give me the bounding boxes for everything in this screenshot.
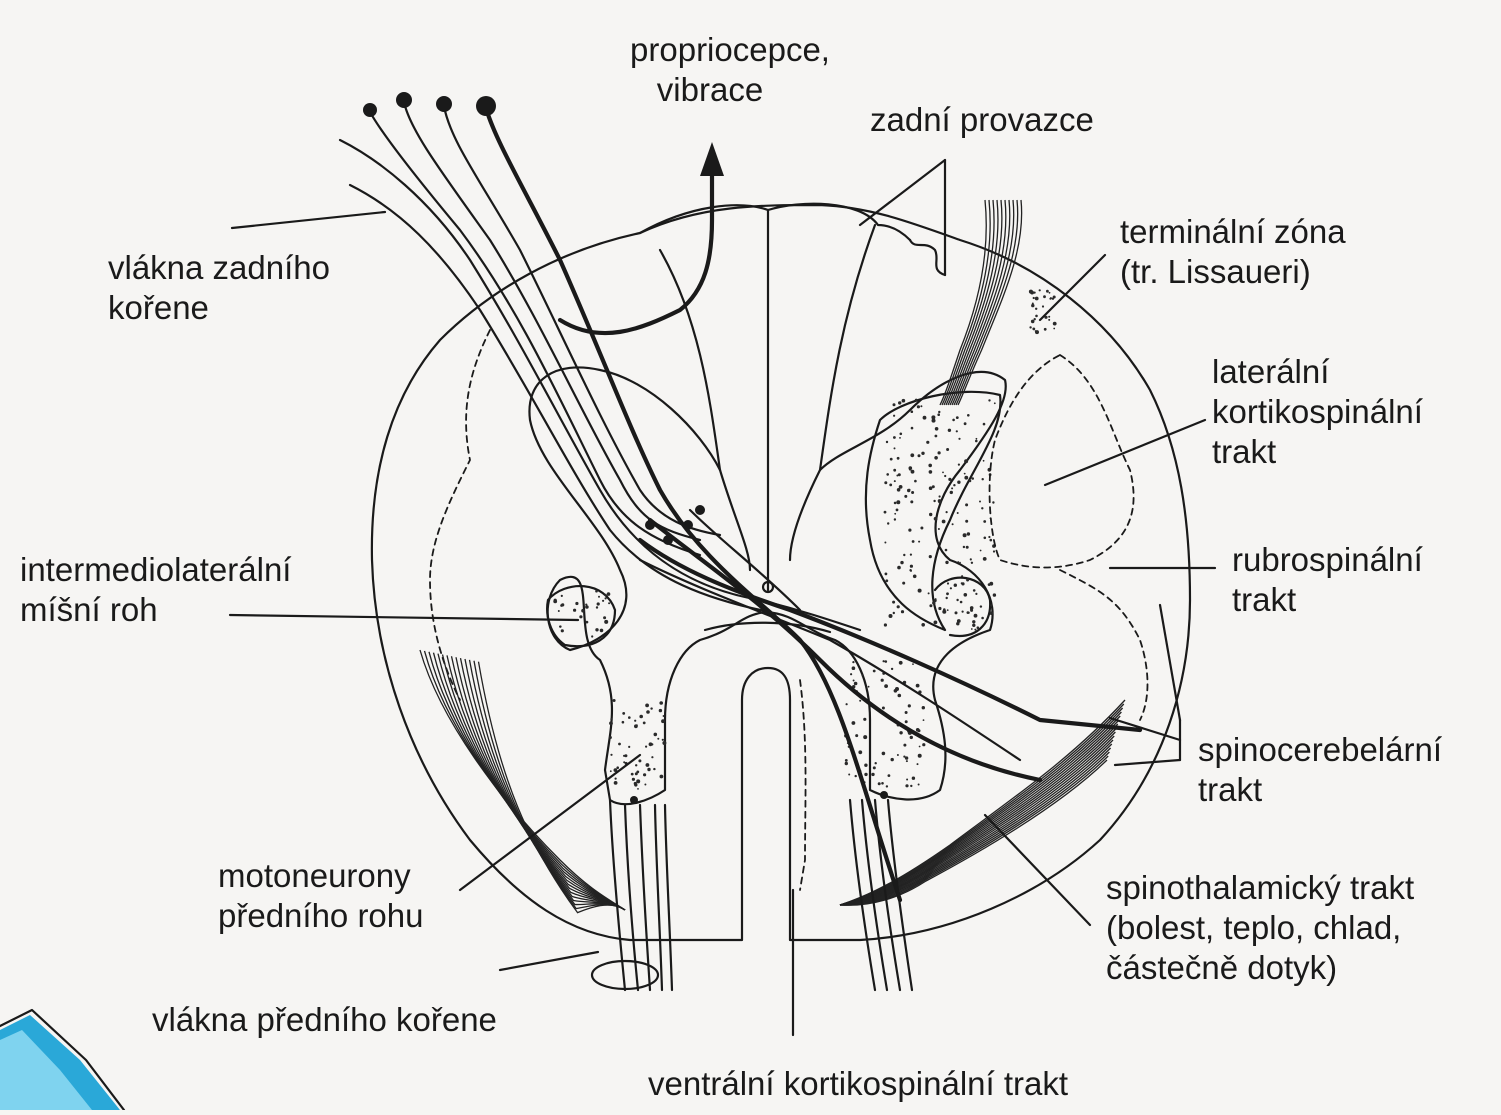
dorsal-root-fibers — [340, 102, 1140, 900]
stipple-dots — [553, 289, 1056, 790]
label-posterior-columns: zadní provazce — [870, 100, 1094, 140]
grey-commissure-left — [720, 470, 750, 570]
corner-accent-graphic — [0, 1010, 124, 1110]
ventral-root-fibers — [592, 800, 912, 990]
label-ventral-root-fibers: vlákna předního kořene — [152, 1000, 497, 1040]
stippled-regions — [547, 392, 1000, 646]
proprioception-arrowhead — [700, 142, 724, 176]
label-lateral-corticospinal: laterální kortikospinální trakt — [1212, 352, 1423, 472]
label-motor-neurons: motoneurony předního rohu — [218, 856, 424, 936]
label-ventral-corticospinal: ventrální kortikospinální trakt — [648, 1064, 1068, 1104]
label-terminal-zone: terminální zóna (tr. Lissaueri) — [1120, 212, 1346, 292]
posterior-columns — [640, 204, 945, 590]
label-proprioception: propriocepce, vibrace — [595, 30, 865, 110]
hatched-tracts — [420, 650, 1125, 913]
cord-outline — [372, 205, 1190, 940]
label-spinothalamic: spinothalamický trakt (bolest, teplo, ch… — [1106, 868, 1414, 988]
label-intermediolateral-horn: intermediolaterální míšní roh — [20, 550, 291, 630]
label-rubrospinal: rubrospinální trakt — [1232, 540, 1423, 620]
label-spinocerebellar: spinocerebelární trakt — [1198, 730, 1442, 810]
label-dorsal-root-fibers: vlákna zadního kořene — [108, 248, 330, 328]
lissauer-bundle — [940, 200, 1022, 405]
